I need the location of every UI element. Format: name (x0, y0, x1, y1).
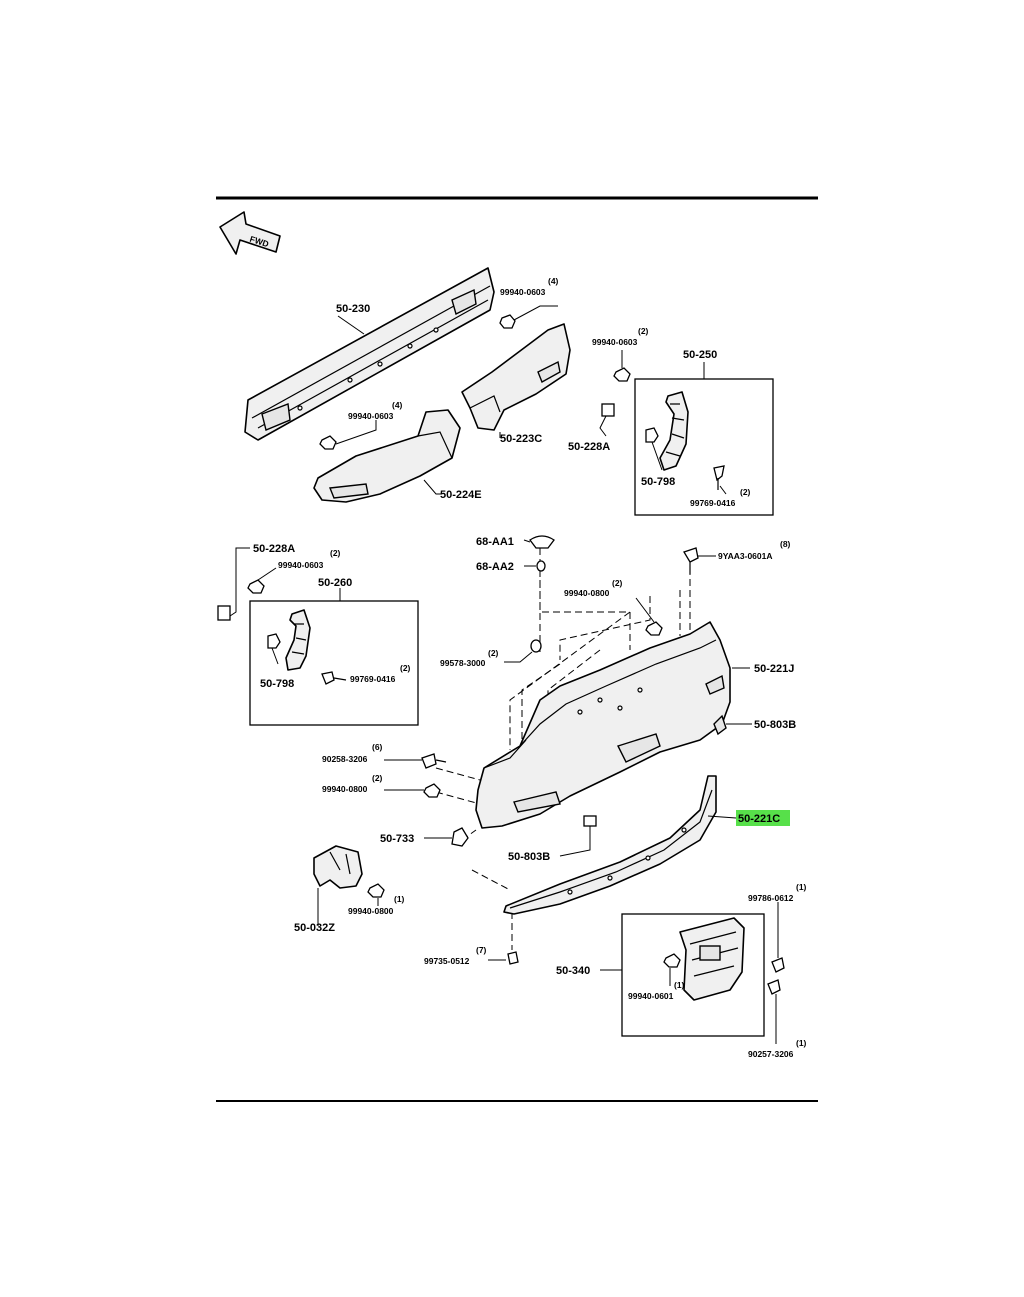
label-99786-0612: 99786-0612 (748, 893, 794, 903)
qty-99940-0603-b: (4) (392, 400, 403, 410)
qty-90258-3206: (6) (372, 742, 383, 752)
screw-icon (421, 753, 447, 769)
retainer-icon (451, 827, 469, 847)
qty-99769-0416-right: (2) (740, 487, 751, 497)
label-99940-0800-b: 99940-0800 (322, 784, 368, 794)
label-50-032z: 50-032Z (294, 922, 335, 934)
qty-99940-0603-c: (2) (638, 326, 649, 336)
qty-9yaa3: (8) (780, 539, 791, 549)
label-99940-0603-left: 99940-0603 (278, 560, 324, 570)
label-90257-3206: 90257-3206 (748, 1049, 794, 1059)
label-50-228a-right: 50-228A (568, 441, 610, 453)
qty-99769-0416-left: (2) (400, 663, 411, 673)
label-50-798-right: 50-798 (641, 476, 675, 488)
bracket-50-032z (313, 845, 363, 889)
label-50-221c: 50-221C (738, 813, 780, 825)
label-99940-0603-a: 99940-0603 (500, 287, 546, 297)
label-99735-0512: 99735-0512 (424, 956, 470, 966)
group-box-50-260 (249, 600, 419, 726)
cap-icon (529, 535, 555, 572)
nut-icon (367, 883, 385, 898)
bumper-50-221j (475, 621, 731, 829)
group-box-50-250 (634, 378, 774, 516)
label-50-228a-left: 50-228A (253, 543, 295, 555)
screw-icon (771, 957, 785, 973)
bracket-50-798-left (285, 609, 311, 671)
label-50-803b-b: 50-803B (508, 851, 550, 863)
clip-icon (601, 403, 615, 417)
group-box-50-340 (621, 913, 765, 1037)
nut-icon (613, 367, 631, 382)
nut-icon (645, 621, 663, 636)
label-50-260: 50-260 (318, 577, 352, 589)
fastener-icon (645, 427, 659, 443)
label-99940-0603-b: 99940-0603 (348, 411, 394, 421)
screw-icon (767, 979, 781, 995)
label-99578-3000: 99578-3000 (440, 658, 486, 668)
label-50-224e: 50-224E (440, 489, 482, 501)
nut-icon (319, 435, 337, 450)
label-68-aa1: 68-AA1 (476, 536, 514, 548)
qty-99940-0800-b: (2) (372, 773, 383, 783)
screw-icon (683, 547, 699, 574)
qty-99578-3000: (2) (488, 648, 499, 658)
nut-icon (423, 783, 441, 798)
label-99769-0416-right: 99769-0416 (690, 498, 736, 508)
qty-99940-0601: (1) (674, 980, 685, 990)
screw-icon (507, 951, 519, 965)
fwd-arrow-icon: FWD (219, 211, 281, 255)
qty-99940-0603-a: (4) (548, 276, 559, 286)
screw-icon (713, 465, 725, 490)
qty-99786-0612: (1) (796, 882, 807, 892)
label-99940-0601: 99940-0601 (628, 991, 674, 1001)
highlight-50-221c (736, 810, 790, 826)
reinforcement-50-230 (244, 267, 495, 441)
license-bracket-50-340 (679, 917, 745, 1001)
reflector-icon (583, 815, 597, 827)
label-99769-0416-left: 99769-0416 (350, 674, 396, 684)
qty-99940-0603-left: (2) (330, 548, 341, 558)
label-50-733: 50-733 (380, 833, 414, 845)
label-50-250: 50-250 (683, 349, 717, 361)
label-50-223c: 50-223C (500, 433, 542, 445)
screw-icon (321, 671, 347, 685)
qty-99735-0512: (7) (476, 945, 487, 955)
bracket-50-798-right (659, 391, 689, 471)
label-68-aa2: 68-AA2 (476, 561, 514, 573)
label-50-221j: 50-221J (754, 663, 794, 675)
clip-icon (530, 639, 542, 653)
qty-90257-3206: (1) (796, 1038, 807, 1048)
label-99940-0800-a: 99940-0800 (564, 588, 610, 598)
qty-99940-0800-a: (2) (612, 578, 623, 588)
label-99940-0800-c: 99940-0800 (348, 906, 394, 916)
label-50-340: 50-340 (556, 965, 590, 977)
lip-50-221c (503, 775, 717, 915)
label-99940-0603-c: 99940-0603 (592, 337, 638, 347)
nut-icon (499, 314, 516, 329)
nut-icon (247, 579, 265, 594)
label-50-798-left: 50-798 (260, 678, 294, 690)
absorber-50-223c (461, 323, 571, 431)
fastener-icon (267, 633, 281, 649)
nut-icon (663, 953, 681, 968)
qty-99940-0800-c: (1) (394, 894, 405, 904)
label-90258-3206: 90258-3206 (322, 754, 368, 764)
label-50-803b-a: 50-803B (754, 719, 796, 731)
absorber-50-224e (313, 409, 461, 503)
label-9yaa3-0601a: 9YAA3-0601A (718, 551, 773, 561)
reflector-icon (713, 714, 727, 736)
label-50-230: 50-230 (336, 303, 370, 315)
clip-icon (217, 605, 231, 621)
